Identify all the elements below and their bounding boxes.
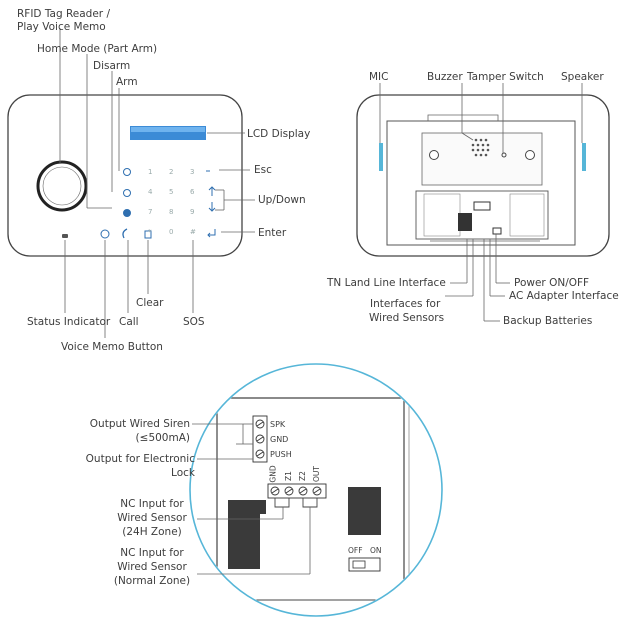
- key-0[interactable]: 0: [169, 228, 174, 236]
- key-9[interactable]: 9: [190, 208, 195, 216]
- key-3[interactable]: 3: [190, 168, 195, 176]
- speaker-accent: [582, 143, 586, 171]
- terminal-block-zones: [267, 483, 327, 499]
- rfid-label: RFID Tag Reader /: [17, 8, 111, 20]
- lcd-label: LCD Display: [247, 128, 311, 140]
- key-7[interactable]: 7: [148, 208, 153, 216]
- status-indicator-label: Status Indicator: [27, 316, 111, 328]
- nc24-label-3: (24H Zone): [122, 526, 182, 538]
- front-leaders: [59, 28, 255, 338]
- up-icon: [208, 186, 216, 196]
- wired-block: [458, 213, 472, 231]
- zone-z1-text: Z1: [283, 471, 293, 481]
- off-text: OFF: [348, 546, 363, 555]
- battery-compartment: [415, 190, 549, 240]
- power-switch: [492, 227, 502, 235]
- push-text: PUSH: [270, 450, 292, 459]
- rfid-label-2: Play Voice Memo: [17, 21, 106, 33]
- back-leaders: [379, 83, 583, 322]
- key-2[interactable]: 2: [169, 168, 174, 176]
- ncn-label: NC Input for: [120, 547, 184, 559]
- gnd-text: GND: [270, 435, 289, 444]
- down-icon: [208, 202, 216, 212]
- wired-interfaces-label-2: Wired Sensors: [369, 312, 445, 324]
- wired-interfaces-label: Interfaces for: [370, 298, 441, 310]
- zone-gnd-text: GND: [268, 465, 278, 483]
- pcb-component: [348, 487, 381, 535]
- power-label: Power ON/OFF: [514, 277, 590, 289]
- on-text: ON: [370, 546, 382, 555]
- terminal-leaders: [192, 423, 311, 575]
- key-5[interactable]: 5: [169, 188, 174, 196]
- clear-label: Clear: [136, 297, 164, 309]
- lock-label-2: Lock: [171, 467, 195, 479]
- ncn-label-3: (Normal Zone): [113, 575, 191, 587]
- keyhole-right: [525, 150, 535, 160]
- zone-out-text: OUT: [311, 466, 321, 482]
- call-label: Call: [119, 316, 139, 328]
- tn-line-label: TN Land Line Interface: [327, 277, 446, 289]
- key-4[interactable]: 4: [148, 188, 153, 196]
- home-mode-label: Home Mode (Part Arm): [37, 43, 158, 55]
- esc-label: Esc: [254, 164, 272, 176]
- mic-label: MIC: [369, 71, 389, 83]
- tamper-switch: [501, 152, 507, 158]
- speaker-label: Speaker: [561, 71, 604, 83]
- ncn-label-2: Wired Sensor: [117, 561, 187, 573]
- voice-memo-icon: [100, 229, 110, 239]
- adapter-label: AC Adapter Interface: [509, 290, 619, 302]
- pcb-chip: [228, 500, 266, 569]
- siren-label-2: (≤500mA): [135, 432, 190, 444]
- back-plate: [386, 120, 576, 246]
- arm-label: Arm: [116, 76, 138, 88]
- updown-label: Up/Down: [258, 194, 306, 206]
- call-icon: [122, 228, 128, 239]
- enter-icon: [207, 229, 216, 238]
- status-indicator: [62, 234, 68, 238]
- arm-buttons: [123, 168, 131, 217]
- key-star[interactable]: *: [148, 228, 152, 236]
- front-panel-body: [7, 94, 243, 257]
- spk-text: SPK: [270, 420, 286, 429]
- siren-label: Output Wired Siren: [89, 418, 190, 430]
- nc24-label: NC Input for: [120, 498, 184, 510]
- enter-label: Enter: [258, 227, 287, 239]
- rfid-ring: [36, 160, 88, 212]
- batteries-label: Backup Batteries: [503, 315, 593, 327]
- disarm-label: Disarm: [93, 60, 131, 72]
- zone-z2-text: Z2: [297, 471, 307, 481]
- tamper-label: Tamper Switch: [467, 71, 544, 83]
- zoom-content: [191, 397, 441, 615]
- voice-memo-label: Voice Memo Button: [61, 341, 163, 353]
- clear-icon: [144, 230, 152, 239]
- keyhole-left: [429, 150, 439, 160]
- buzzer-grille: [471, 138, 490, 157]
- key-hash[interactable]: #: [190, 228, 196, 236]
- mic-accent: [379, 143, 383, 171]
- key-8[interactable]: 8: [169, 208, 174, 216]
- key-6[interactable]: 6: [190, 188, 195, 196]
- sos-label: SOS: [183, 316, 205, 328]
- buzzer-label: Buzzer: [427, 71, 463, 83]
- nc24-label-2: Wired Sensor: [117, 512, 187, 524]
- key-1[interactable]: 1: [148, 168, 153, 176]
- lock-label: Output for Electronic: [85, 453, 195, 465]
- mount-area: [421, 132, 543, 186]
